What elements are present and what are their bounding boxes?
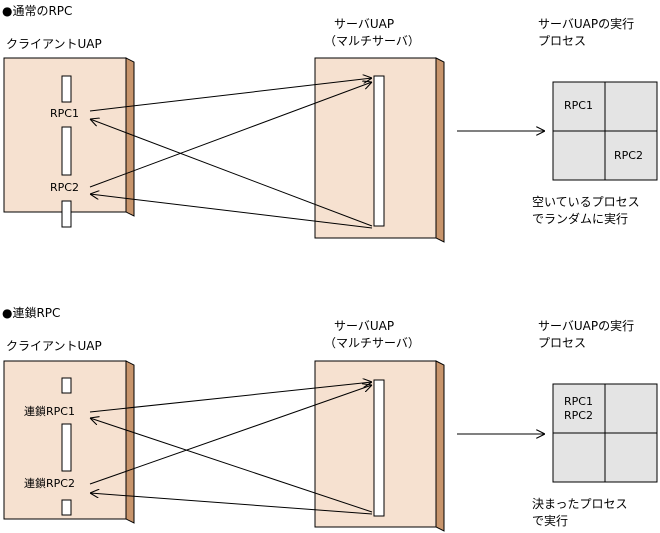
client-slot-mid-1 — [61, 126, 72, 176]
process-subtitle-1: プロセス — [538, 34, 587, 48]
process-cell-rpc2-1: RPC2 — [614, 149, 643, 162]
server-uap-subtitle-1: （マルチサーバ） — [324, 34, 420, 48]
client-uap-title-2: クライアントUAP — [6, 339, 102, 353]
chained-rpc2-label: 連鎖RPC2 — [24, 477, 75, 490]
process-caption-1b: でランダムに実行 — [532, 212, 629, 226]
arrow-rpc2-response-2 — [90, 493, 373, 515]
process-grid-2 — [552, 383, 658, 483]
chained-rpc1-label: 連鎖RPC1 — [24, 405, 75, 418]
process-title-2: サーバUAPの実行 — [538, 319, 635, 333]
section-heading-chained-rpc: ●連鎖RPC — [2, 306, 61, 320]
arrow-rpc2-response-1 — [90, 194, 373, 229]
process-grid-1 — [552, 81, 658, 181]
rpc2-label-1: RPC2 — [50, 181, 79, 194]
server-bar-2 — [373, 379, 385, 517]
process-cell-rpc1-2: RPC1 — [564, 395, 593, 408]
server-uap-title-1: サーバUAP — [334, 17, 395, 31]
process-subtitle-2: プロセス — [538, 336, 587, 350]
arrow-rpc1-request-1 — [89, 78, 372, 112]
process-title-1: サーバUAPの実行 — [538, 17, 635, 31]
client-slot-top-2 — [61, 377, 72, 394]
process-caption-2a: 決まったプロセス — [532, 497, 628, 511]
server-uap-subtitle-2: （マルチサーバ） — [324, 336, 420, 350]
client-slot-top-1 — [61, 75, 72, 103]
arrow-rpc2-request-1 — [89, 82, 372, 188]
client-slot-bottom-1 — [61, 200, 72, 228]
arrow-rpc2-request-2 — [89, 385, 372, 485]
arrow-rpc1-request-2 — [89, 382, 372, 413]
section-heading-normal-rpc: ●通常のRPC — [2, 4, 73, 18]
server-bar-1 — [373, 75, 385, 227]
arrow-rpc1-response-2 — [90, 418, 373, 513]
process-cell-rpc1-1: RPC1 — [564, 99, 593, 112]
client-uap-title-1: クライアントUAP — [6, 37, 102, 51]
process-caption-1a: 空いているプロセス — [532, 195, 640, 209]
process-cell-rpc2-2: RPC2 — [564, 409, 593, 422]
client-slot-mid-2 — [61, 423, 72, 472]
server-uap-title-2: サーバUAP — [334, 319, 395, 333]
process-caption-2b: で実行 — [532, 514, 569, 528]
rpc1-label-1: RPC1 — [50, 107, 79, 120]
arrow-rpc1-response-1 — [90, 119, 373, 227]
client-slot-bottom-2 — [61, 499, 72, 516]
